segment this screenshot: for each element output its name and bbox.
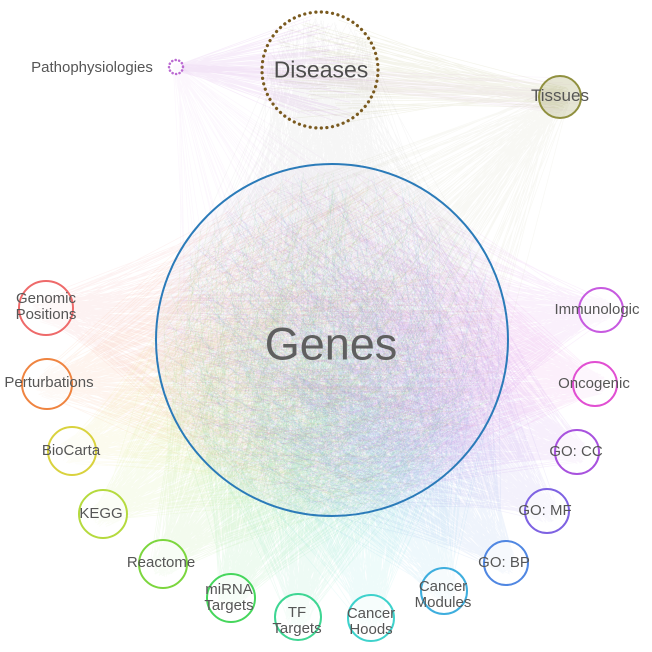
node-genes[interactable] [155, 163, 509, 517]
node-immunologic[interactable] [578, 287, 624, 333]
node-circle-cancer-modules[interactable] [420, 567, 468, 615]
edges-go-bp-to-genes [162, 176, 518, 575]
node-circle-pathophysiologies[interactable] [167, 58, 185, 76]
node-diseases[interactable] [260, 10, 380, 130]
node-circle-genes[interactable] [155, 163, 509, 517]
node-biocarta[interactable] [47, 426, 97, 476]
node-kegg[interactable] [78, 489, 128, 539]
node-oncogenic[interactable] [572, 361, 618, 407]
node-cancer-hoods[interactable] [347, 594, 395, 642]
node-circle-cancer-hoods[interactable] [347, 594, 395, 642]
edges-cancer-hoods-to-genes [164, 177, 498, 631]
node-go-bp[interactable] [483, 540, 529, 586]
edges-perturbations-to-genes [33, 173, 502, 506]
edges-immunologic-to-genes [166, 173, 613, 505]
edges-pathophysiologies-to-genes [171, 63, 472, 496]
edges-pathophysiologies-to-tissues [172, 63, 579, 114]
node-perturbations[interactable] [21, 358, 73, 410]
node-circle-go-cc[interactable] [554, 429, 600, 475]
node-pathophysiologies[interactable] [167, 58, 185, 76]
node-mirna-targets[interactable] [206, 573, 256, 623]
node-circle-tf-targets[interactable] [274, 593, 322, 641]
node-circle-reactome[interactable] [138, 539, 188, 589]
edges-tissues-to-genes [188, 85, 571, 502]
node-go-cc[interactable] [554, 429, 600, 475]
edges-diseases-to-genes [161, 17, 497, 506]
node-circle-biocarta[interactable] [47, 426, 97, 476]
edges-go-mf-to-genes [161, 178, 559, 523]
node-go-mf[interactable] [524, 488, 570, 534]
node-cancer-modules[interactable] [420, 567, 468, 615]
edges-tissues-to-diseases [266, 19, 571, 125]
node-genomic-positions[interactable] [18, 280, 74, 336]
node-circle-oncogenic[interactable] [572, 361, 618, 407]
node-circle-go-bp[interactable] [483, 540, 529, 586]
edges-oncogenic-to-genes [166, 173, 606, 497]
node-circle-immunologic[interactable] [578, 287, 624, 333]
node-circle-kegg[interactable] [78, 489, 128, 539]
node-tissues[interactable] [538, 75, 582, 119]
edges-cancer-modules-to-genes [164, 176, 503, 604]
node-circle-tissues[interactable] [538, 75, 582, 119]
node-circle-go-mf[interactable] [524, 488, 570, 534]
node-circle-perturbations[interactable] [21, 358, 73, 410]
edges-biocarta-to-genes [59, 172, 498, 495]
edges-kegg-to-genes [90, 177, 494, 527]
node-tf-targets[interactable] [274, 593, 322, 641]
edges-genomic-positions-to-genes [31, 181, 497, 511]
edges-tf-targets-to-genes [164, 172, 483, 630]
node-circle-diseases[interactable] [260, 10, 380, 130]
node-circle-mirna-targets[interactable] [206, 573, 256, 623]
edges-go-cc-to-genes [167, 172, 589, 504]
edges-mirna-targets-to-genes [163, 172, 492, 611]
node-reactome[interactable] [138, 539, 188, 589]
node-circle-genomic-positions[interactable] [18, 280, 74, 336]
